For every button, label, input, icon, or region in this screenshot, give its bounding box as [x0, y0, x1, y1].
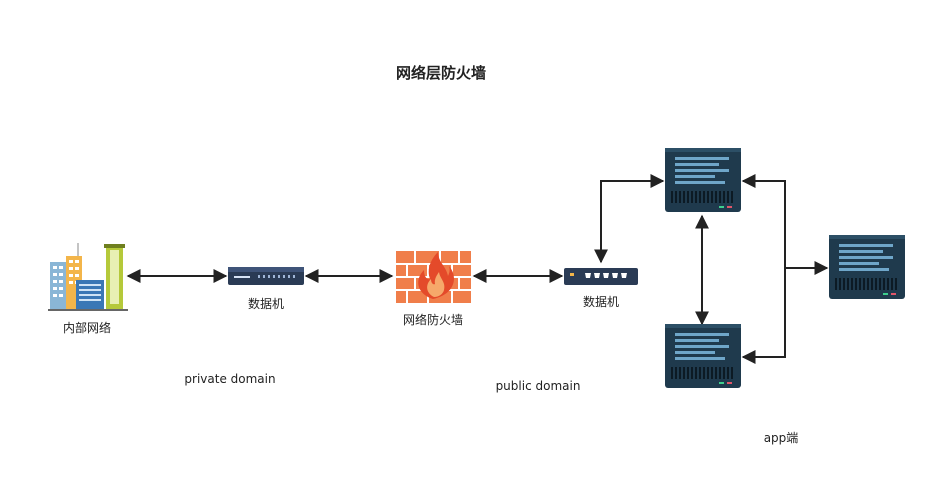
firewall-label: 网络防火墙	[402, 313, 464, 327]
link-app-server-bottom	[741, 268, 786, 364]
link-app-server-top	[741, 174, 786, 268]
link-switch-server-top	[594, 174, 665, 264]
switch-private-icon	[228, 267, 304, 285]
diagram-title: 网络层防火墙	[395, 64, 487, 82]
server-bottom-icon	[665, 324, 741, 388]
connectors	[126, 174, 829, 364]
private-domain-label: private domain	[184, 372, 276, 386]
firewall-icon	[396, 251, 471, 303]
switch-private-label: 数据机	[247, 297, 285, 311]
internal-network-label: 内部网络	[62, 321, 112, 335]
server-right-icon	[829, 235, 905, 299]
switch-public-label: 数据机	[582, 295, 620, 309]
switch-public-icon	[564, 268, 638, 285]
server-top-icon	[665, 148, 741, 212]
public-domain-label: public domain	[495, 379, 581, 393]
buildings-icon	[48, 243, 128, 311]
app-end-label: app端	[763, 431, 799, 445]
